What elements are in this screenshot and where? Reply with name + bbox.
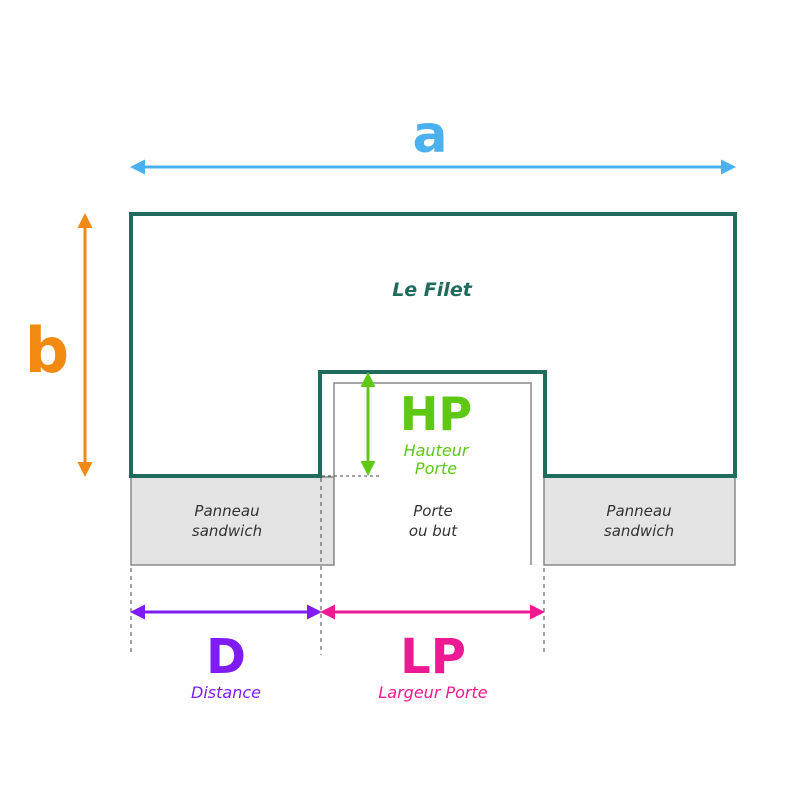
hp-sublabel-line2: Porte — [415, 459, 457, 478]
d-sublabel: Distance — [191, 683, 261, 702]
panel-right-label-line1: Panneau — [606, 502, 671, 520]
panel-left-label-line2: sandwich — [192, 522, 262, 540]
net-outline — [129, 212, 737, 478]
b-label: b — [25, 314, 69, 387]
panel-right-label-line2: sandwich — [604, 522, 674, 540]
net-title: Le Filet — [392, 279, 472, 301]
door-outline — [333, 382, 532, 565]
hp-label: HP — [400, 387, 472, 441]
lp-label: LP — [400, 629, 466, 685]
panel-left-label-line1: Panneau — [194, 502, 259, 520]
hp-sublabel-line1: Hauteur — [404, 441, 470, 460]
lp-sublabel: Largeur Porte — [378, 683, 487, 702]
panel-right — [543, 476, 736, 566]
d-label: D — [206, 629, 246, 685]
panel-left — [130, 476, 335, 566]
door-label-line2: ou but — [409, 522, 458, 540]
door-label-line1: Porte — [413, 502, 453, 520]
a-label: a — [412, 105, 447, 165]
